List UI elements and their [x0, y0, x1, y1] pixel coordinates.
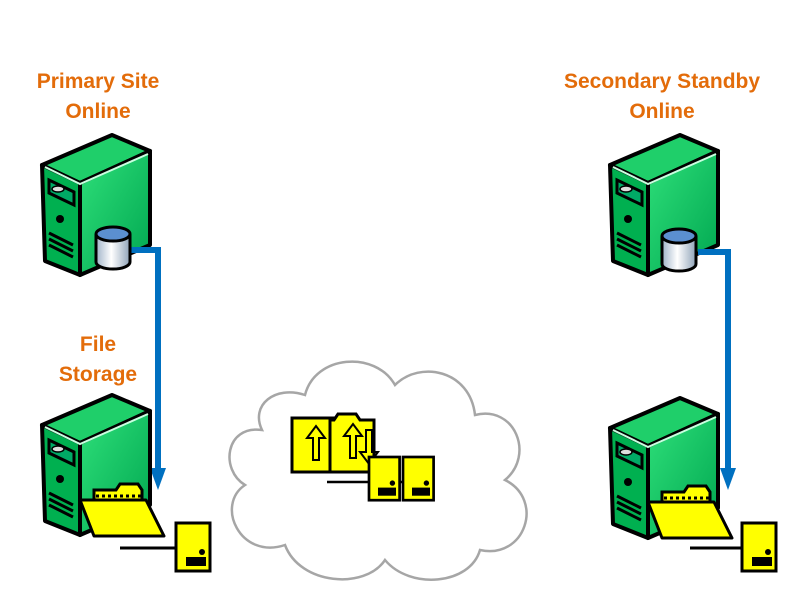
- drive-icon: [174, 521, 212, 573]
- transfer-folder-icon: [290, 412, 435, 502]
- primary-status-label: Online: [65, 100, 130, 123]
- replication-pipe-left: [130, 247, 161, 470]
- replication-pipe-right: [698, 249, 731, 470]
- database-icon: [94, 225, 132, 271]
- arrow-down-icon: [720, 468, 736, 490]
- secondary-site-label: Secondary Standby: [564, 70, 760, 93]
- primary-site-label: Primary Site: [37, 70, 160, 93]
- secondary-status-label: Online: [629, 100, 694, 123]
- database-icon: [660, 227, 698, 273]
- arrow-down-icon: [150, 468, 166, 490]
- storage-label: Storage: [59, 363, 137, 386]
- file-label: File: [80, 333, 116, 356]
- drive-icon: [740, 521, 778, 573]
